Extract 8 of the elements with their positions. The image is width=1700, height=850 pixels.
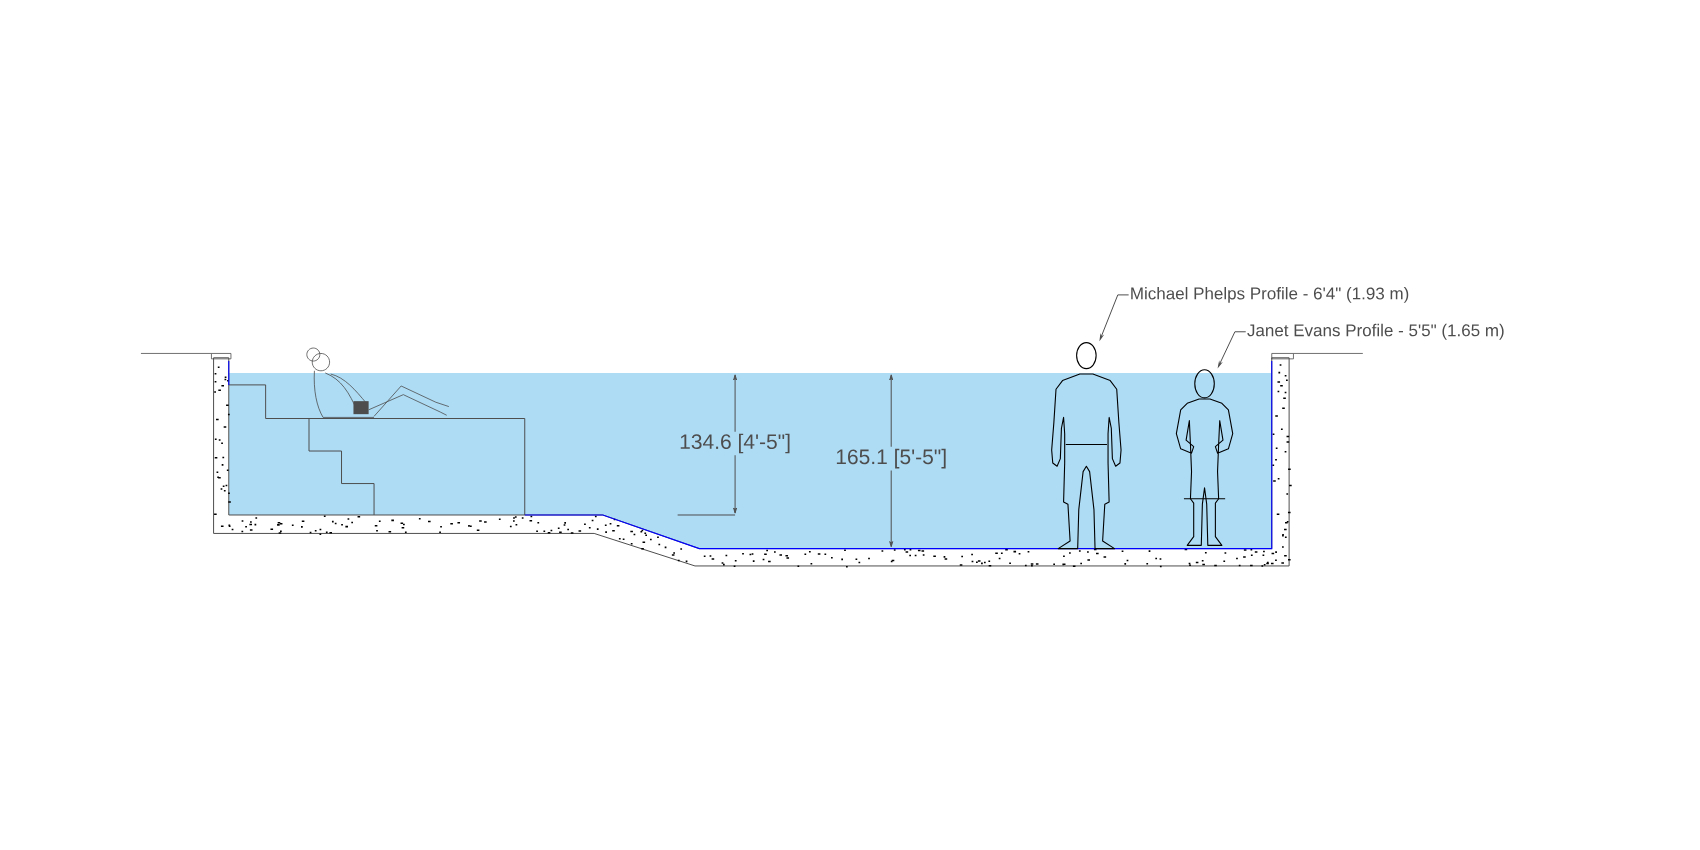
callout-text: Janet Evans Profile - 5'5" (1.65 m): [1247, 323, 1504, 340]
person-figure: [1175, 369, 1234, 546]
dimension-label: 134.6 [4'-5"]: [677, 431, 793, 456]
dimension-label: 165.1 [5'-5"]: [833, 446, 950, 471]
callout-text: Michael Phelps Profile - 6'4" (1.93 m): [1131, 287, 1409, 303]
leader-line: [1099, 294, 1130, 340]
person-figure: [1051, 342, 1122, 550]
leader-line: [1217, 331, 1247, 368]
